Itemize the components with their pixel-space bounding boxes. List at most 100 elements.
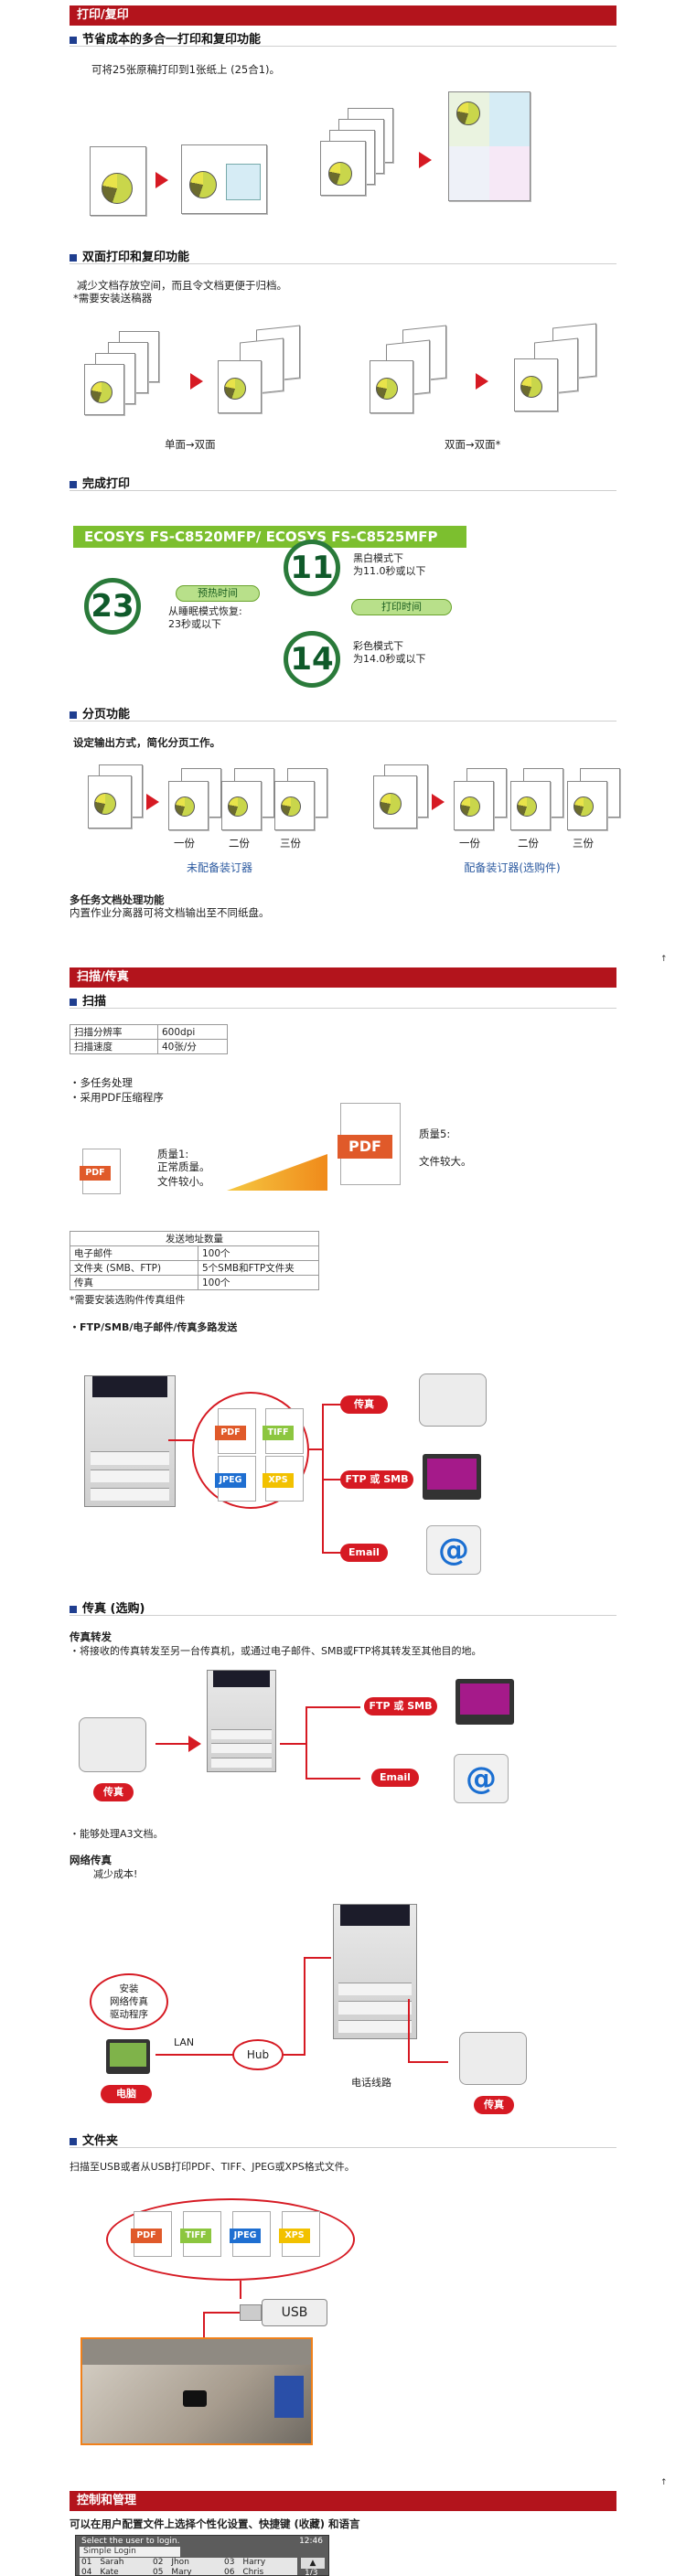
email-at-icon: @ — [454, 1754, 509, 1803]
table-cell: 扫描速度 — [70, 1039, 158, 1054]
scan-spec-table: 扫描分辨率 600dpi 扫描速度 40张/分 — [70, 1024, 228, 1054]
table-row: 扫描速度 40张/分 — [70, 1039, 228, 1054]
mfp-printer-image — [333, 1904, 417, 2039]
dest-email-label: Email — [371, 1769, 419, 1787]
label-copy-3: 三份 — [280, 837, 301, 850]
user-tile[interactable]: 02 Jhon — [153, 2558, 189, 2567]
user-tile[interactable]: 04 Kate — [81, 2568, 119, 2576]
user-tile[interactable]: 05 Mary — [153, 2568, 192, 2576]
caption-finisher: 配备装订器(选购件) — [464, 861, 561, 874]
pie-chart-icon — [281, 796, 301, 817]
pie-chart-icon — [573, 796, 594, 817]
heading-fax: 传真 (选购) — [70, 1598, 145, 1616]
arrow-right-icon — [146, 794, 159, 810]
table-row: 传真 100个 — [70, 1275, 319, 1290]
text-folder: 扫描至USB或者从USB打印PDF、TIFF、JPEG或XPS格式文件。 — [70, 2161, 355, 2173]
combined-doc — [181, 144, 267, 214]
connector-line — [305, 1778, 360, 1780]
copy-set-doc — [274, 781, 315, 830]
caption-no-finisher: 未配备装订器 — [186, 861, 252, 874]
label-copy-1: 一份 — [459, 837, 480, 850]
dest-fax-label: 传真 — [340, 1395, 388, 1414]
dest-ftp-label: FTP 或 SMB — [340, 1470, 413, 1489]
heading-multitask: 多任务文档处理功能 — [70, 893, 165, 906]
pill-first-print: 打印时间 — [351, 599, 452, 615]
line-chart-icon — [489, 92, 530, 146]
text-warmup: 从睡眠模式恢复: 23秒或以下 — [168, 605, 242, 630]
pdf-file-icon: PDF — [131, 2211, 172, 2257]
label-quality1: 质量1: — [157, 1148, 189, 1160]
table-cell: 5个SMB和FTP文件夹 — [198, 1260, 319, 1276]
text-quality5: 文件较大。 — [419, 1155, 472, 1168]
four-up-doc — [448, 91, 531, 201]
pc-label: 电脑 — [101, 2085, 152, 2103]
quality-scale-wedge — [227, 1154, 327, 1191]
back-to-top-link[interactable]: ↑ — [660, 955, 668, 964]
tab-simple-login[interactable]: Simple Login — [80, 2547, 180, 2557]
connector-line — [203, 2312, 240, 2314]
table-cell: 100个 — [198, 1275, 319, 1290]
pie-chart-icon — [102, 173, 133, 204]
label-copy-3: 三份 — [573, 837, 594, 850]
pie-chart-icon — [520, 376, 542, 398]
heading-multi-send: ・FTP/SMB/电子邮件/传真多路发送 — [70, 1321, 238, 1333]
fax-machine-icon — [459, 2032, 527, 2085]
user-tile[interactable]: 01 Sarah — [81, 2558, 124, 2567]
copy-set-doc — [168, 781, 209, 830]
section-bar-scan-fax: 扫描/传真 — [70, 967, 616, 988]
scroll-up-button[interactable]: ▲ — [301, 2558, 325, 2569]
user-tile[interactable]: 03 Harry — [224, 2558, 266, 2567]
arrow-right-icon — [190, 373, 203, 390]
fax-machine-icon — [79, 1717, 146, 1772]
computer-monitor-icon — [106, 2039, 150, 2074]
divider — [70, 490, 616, 491]
arrow-right-icon — [188, 1736, 201, 1752]
caption-duplex-to-duplex: 双面→双面* — [445, 438, 501, 451]
usb-connector-icon — [240, 2304, 262, 2321]
heading-folder: 文件夹 — [70, 2131, 118, 2148]
bar-chart-icon — [489, 146, 530, 200]
back-to-top-link[interactable]: ↑ — [660, 2478, 668, 2487]
heading-fax-forward: 传真转发 — [70, 1630, 112, 1643]
divider — [70, 1615, 616, 1616]
connector-line — [168, 1439, 194, 1441]
text-duplex: 减少文档存放空间，而且令文档更便于归档。 — [77, 279, 287, 292]
stapled-set-doc — [510, 781, 551, 830]
pie-chart-icon — [94, 793, 116, 815]
bullet-pdf-compression: ・采用PDF压缩程序 — [70, 1091, 164, 1104]
model-banner: ECOSYS FS-C8520MFP/ ECOSYS FS-C8525MFP — [73, 526, 466, 548]
table-cell: 电子邮件 — [70, 1245, 198, 1261]
table-cell: 扫描分辨率 — [70, 1024, 158, 1040]
copy-set-doc — [221, 781, 262, 830]
label-copy-2: 二份 — [518, 837, 539, 850]
fax-machine-icon — [419, 1374, 487, 1427]
text-network-fax: 减少成本! — [93, 1868, 138, 1880]
stapled-set-doc — [567, 781, 607, 830]
pie-chart-icon — [328, 162, 352, 186]
pie-chart-icon — [517, 796, 537, 817]
section-bar-control: 控制和管理 — [70, 2491, 616, 2511]
table-cell: 文件夹 (SMB、FTP) — [70, 1260, 198, 1276]
warmup-gauge: 23 — [84, 578, 141, 635]
note-duplex: *需要安装送稿器 — [73, 292, 153, 305]
user-tile[interactable]: 06 Chris — [224, 2568, 264, 2576]
pdf-file-icon-large: PDF — [338, 1103, 401, 1185]
text-25in1: 可将25张原稿打印到1张纸上 (25合1)。 — [91, 63, 281, 76]
table-cell: 传真 — [70, 1275, 198, 1290]
arrow-right-icon — [476, 373, 488, 390]
heading-scan: 扫描 — [70, 991, 106, 1009]
driver-bubble: 安装 网络传真 驱动程序 — [90, 1973, 168, 2030]
connector-line — [203, 2312, 205, 2339]
pdf-file-icon: PDF — [215, 1408, 256, 1454]
duplex-doc — [514, 358, 558, 412]
table-row: 发送地址数量 — [70, 1231, 319, 1246]
pie-chart-icon — [376, 378, 398, 400]
divider — [70, 46, 616, 47]
connector-line — [322, 1404, 342, 1406]
label-quality5: 质量5: — [419, 1128, 451, 1140]
usb-stick: USB — [262, 2299, 327, 2326]
mfp-printer-image — [207, 1670, 276, 1772]
stapled-set-doc — [454, 781, 494, 830]
jpeg-file-icon: JPEG — [230, 2211, 271, 2257]
